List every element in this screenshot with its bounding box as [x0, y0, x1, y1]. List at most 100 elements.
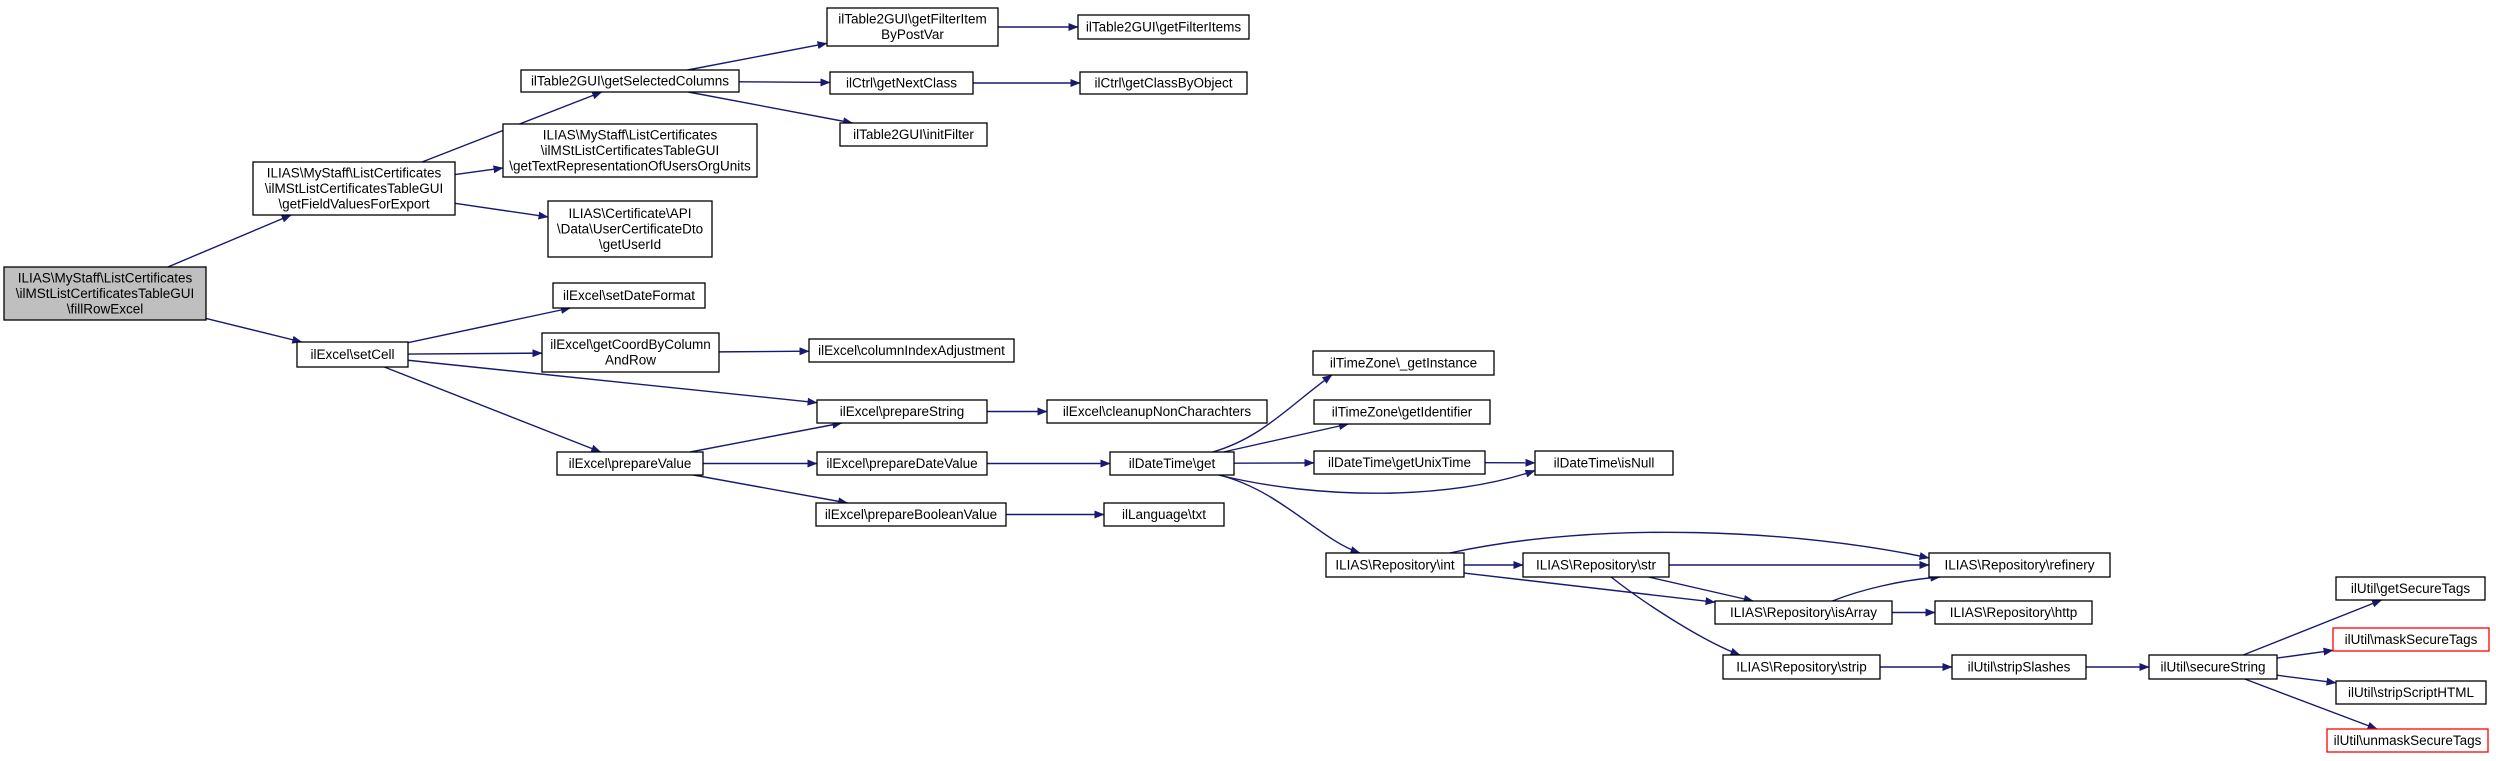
edge-ilDateTimeGet-to-getInstance — [1212, 374, 1333, 453]
node-label-line: ILIAS\MyStaff\ListCertificates — [267, 165, 442, 180]
node-label-line: ilTable2GUI\getFilterItems — [1086, 19, 1242, 34]
node-getFilterItems[interactable]: ilTable2GUI\getFilterItems — [1077, 14, 1250, 40]
edge-ilDateTimeGet-to-isNull — [1218, 469, 1536, 494]
node-box — [1534, 450, 1674, 476]
node-box — [2335, 680, 2487, 705]
node-isNull[interactable]: ilDateTime\isNull — [1534, 450, 1674, 476]
edge-getSelectedColumns-to-getNextClass — [738, 78, 831, 87]
edge-arrow — [687, 41, 828, 71]
node-box — [2148, 654, 2278, 680]
node-getUserId[interactable]: ILIAS\Certificate\API\Data\UserCertifica… — [547, 200, 713, 258]
node-box — [1313, 450, 1486, 475]
node-repoInt[interactable]: ILIAS\Repository\int — [1325, 552, 1465, 578]
node-label-line: ByPostVar — [881, 27, 944, 42]
node-box — [816, 399, 988, 424]
node-fillRowExcel[interactable]: ILIAS\MyStaff\ListCertificates\ilMStList… — [3, 266, 207, 321]
node-getClassByObject[interactable]: ilCtrl\getClassByObject — [1079, 71, 1248, 95]
node-prepareDateValue[interactable]: ilExcel\prepareDateValue — [816, 451, 988, 476]
node-getTextRepresentationOfUsersOrgUnits[interactable]: ILIAS\MyStaff\ListCertificates\ilMStList… — [502, 123, 758, 178]
node-box — [815, 502, 1007, 527]
edge-arrow — [2276, 647, 2334, 659]
edge-arrow — [693, 474, 849, 506]
node-box — [1522, 552, 1670, 578]
node-repoStrip[interactable]: ILIAS\Repository\strip — [1722, 654, 1881, 680]
node-label-line: \fillRowExcel — [67, 301, 144, 316]
node-cleanupNonCharachters[interactable]: ilExcel\cleanupNonCharachters — [1046, 399, 1268, 424]
node-repoRefinery[interactable]: ILIAS\Repository\refinery — [1928, 552, 2111, 578]
node-initFilter[interactable]: ilTable2GUI\initFilter — [839, 122, 988, 147]
node-label-line: ilExcel\prepareValue — [569, 456, 692, 471]
node-label-line: ilUtil\maskSecureTags — [2345, 632, 2478, 647]
node-label-line: ILIAS\Certificate\API — [568, 206, 691, 221]
edge-setCell-to-setDateFormat — [407, 306, 571, 344]
node-unmaskSecureTags[interactable]: ilUtil\unmaskSecureTags — [2326, 728, 2489, 753]
edge-fillRowExcel-to-getFieldValuesForExport — [167, 214, 292, 268]
nodes-layer: ILIAS\MyStaff\ListCertificates\ilMStList… — [3, 7, 2490, 753]
node-box — [1077, 14, 1250, 40]
node-box — [1103, 502, 1225, 527]
node-setDateFormat[interactable]: ilExcel\setDateFormat — [552, 282, 706, 309]
edge-repoStr-to-repoIsArray — [1648, 576, 1754, 603]
edge-getFieldValuesForExport-to-getTextRepresentationOfUsersOrgUnits — [454, 165, 504, 176]
node-label-line: \getUserId — [599, 237, 661, 252]
node-ilDateTimeGet[interactable]: ilDateTime\get — [1109, 451, 1235, 476]
node-getIdentifier[interactable]: ilTimeZone\getIdentifier — [1313, 399, 1491, 425]
node-label-line: ilExcel\getCoordByColumn — [550, 337, 711, 352]
edge-getCoordByColumnAndRow-to-columnIndexAdjustment — [718, 347, 810, 356]
node-box — [1934, 600, 2093, 625]
node-secureString[interactable]: ilUtil\secureString — [2148, 654, 2278, 680]
edge-fillRowExcel-to-setCell — [205, 317, 303, 344]
node-label-line: ilUtil\secureString — [2160, 659, 2265, 674]
node-label-line: ilUtil\unmaskSecureTags — [2334, 733, 2482, 748]
node-label-line: ILIAS\Repository\isArray — [1730, 605, 1877, 620]
node-prepareBooleanValue[interactable]: ilExcel\prepareBooleanValue — [815, 502, 1007, 527]
node-label-line: \ilMStListCertificatesTableGUI — [265, 181, 444, 196]
node-box — [2326, 728, 2489, 753]
edge-setCell-to-getCoordByColumnAndRow — [407, 349, 543, 358]
edge-arrow — [1218, 474, 1361, 554]
node-label-line: ilExcel\prepareString — [840, 404, 965, 419]
edge-ilDateTimeGet-to-repoInt — [1218, 474, 1361, 554]
node-box — [1109, 451, 1235, 476]
edge-secureString-to-unmaskSecureTags — [2244, 678, 2378, 730]
edge-arrow — [2242, 599, 2383, 656]
edge-setCell-to-prepareString — [407, 359, 818, 406]
node-label-line: \getTextRepresentationOfUsersOrgUnits — [509, 158, 751, 173]
node-columnIndexAdjustment[interactable]: ilExcel\columnIndexAdjustment — [808, 338, 1015, 363]
node-label-line: ilUtil\getSecureTags — [2351, 581, 2471, 596]
node-maskSecureTags[interactable]: ilUtil\maskSecureTags — [2332, 627, 2490, 652]
edge-repoIsArray-to-repoRefinery — [1832, 573, 1941, 602]
node-txt[interactable]: ilLanguage\txt — [1103, 502, 1225, 527]
edge-getFieldValuesForExport-to-getUserId — [454, 202, 549, 220]
node-getInstance[interactable]: ilTimeZone\_getInstance — [1312, 350, 1495, 376]
edge-arrow — [407, 349, 543, 358]
node-label-line: ilTable2GUI\getSelectedColumns — [531, 73, 729, 88]
node-prepareValue[interactable]: ilExcel\prepareValue — [556, 451, 704, 476]
node-repoHttp[interactable]: ILIAS\Repository\http — [1934, 600, 2093, 625]
node-label-line: \Data\UserCertificateDto — [557, 221, 703, 236]
node-prepareString[interactable]: ilExcel\prepareString — [816, 399, 988, 424]
node-getSecureTags[interactable]: ilUtil\getSecureTags — [2335, 576, 2486, 601]
node-getNextClass[interactable]: ilCtrl\getNextClass — [829, 71, 974, 95]
node-getFieldValuesForExport[interactable]: ILIAS\MyStaff\ListCertificates\ilMStList… — [252, 161, 456, 216]
node-repoStr[interactable]: ILIAS\Repository\str — [1522, 552, 1670, 578]
node-box — [816, 451, 988, 476]
node-getUnixTime[interactable]: ilDateTime\getUnixTime — [1313, 450, 1486, 475]
node-label-line: ILIAS\MyStaff\ListCertificates — [543, 127, 718, 142]
node-label-line: ilDateTime\getUnixTime — [1328, 455, 1471, 470]
node-label-line: ilExcel\prepareDateValue — [826, 456, 977, 471]
node-box — [1325, 552, 1465, 578]
node-getSelectedColumns[interactable]: ilTable2GUI\getSelectedColumns — [520, 69, 740, 93]
node-repoIsArray[interactable]: ILIAS\Repository\isArray — [1714, 600, 1893, 625]
edge-arrow — [407, 306, 571, 344]
node-stripScriptHTML[interactable]: ilUtil\stripScriptHTML — [2335, 680, 2487, 705]
node-setCell[interactable]: ilExcel\setCell — [296, 341, 409, 368]
edge-arrow — [2276, 674, 2337, 686]
node-label-line: ilTable2GUI\getFilterItem — [838, 12, 987, 27]
edge-arrow — [2244, 678, 2378, 730]
node-stripSlashes[interactable]: ilUtil\stripSlashes — [1951, 654, 2087, 680]
node-box — [808, 338, 1015, 363]
edge-arrow — [1449, 531, 1930, 560]
